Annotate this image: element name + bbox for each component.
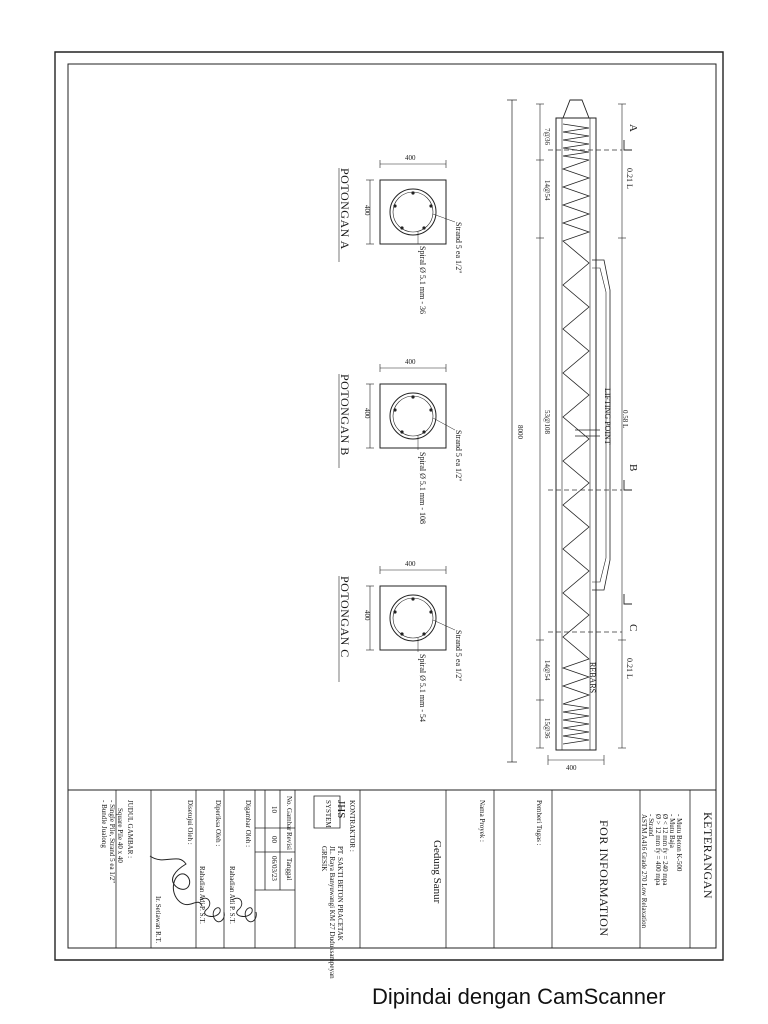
for-information: FOR INFORMATION [597,820,611,937]
section-c-strand: Strand 5 ea 1/2" [454,630,463,681]
td-revisi: 00 [270,836,278,844]
section-b-strand: Strand 5 ea 1/2" [454,430,463,481]
spiral-seg-4: 14@54 [543,660,551,681]
spiral-reinforcement [563,124,589,744]
title-block [116,790,690,948]
section-a-height: 400 [363,205,371,216]
section-b-height: 400 [363,408,371,419]
td-no-gambar: 10 [270,806,278,814]
th-tanggal: Tanggal [285,858,293,881]
nama-proyek-label: Nama Proyek : [478,800,486,842]
pile-width-label: 400 [566,764,577,772]
section-c: 400 400 Strand 5 ea 1/2" Spiral Ø 5.1 mm… [338,560,463,722]
note-6: ASTM A416 Grade 270 Low Relaxation [640,814,648,929]
section-c-title: POTONGAN C [338,576,352,658]
keterangan-title: KETERANGAN [701,812,715,899]
rebars-label: REBARS [588,662,597,693]
outer-border [55,52,723,960]
td-tanggal: 06/03/23 [270,856,278,881]
note-2: - Mutu Baja [668,814,676,849]
company-name: PT. SAKTI BETON PRACETAK [336,846,344,941]
note-3: Ø < 12 mm fy = 240 mpa [661,814,669,886]
signature-digambar [232,898,256,922]
company-address: JL. Raya Banyuwangi KM 27 Duduksampeyan [328,846,336,979]
section-marker-c: C [627,624,639,631]
section-a-width: 400 [405,154,416,162]
spiral-seg-5: 15@36 [543,718,551,739]
spiral-seg-2: 14@54 [543,180,551,201]
section-b-spiral: Spiral Ø 5.1 mm - 108 [418,452,427,524]
signature-diperiksa [200,898,224,922]
spiral-seg-3: 53@108 [543,410,551,434]
pile-elevation: 8000 7@36 14@54 53@108 14@54 15@36 [507,100,639,772]
section-b-title: POTONGAN B [338,374,352,456]
note-1: - Mutu Beton K-500 [675,814,683,872]
th-revisi: Revisi [285,832,293,850]
end-length-bottom: 0.21 L [625,658,634,679]
jhs-logo-sub: SYSTEM [324,800,332,828]
section-marker-b: B [627,464,639,471]
note-5: - Strand [647,814,655,837]
section-b-width: 400 [405,358,416,366]
th-no-gambar: No. Gambar [285,796,293,831]
pemberi-tugas-label: Pemberi Tugas : [535,800,543,846]
disetujui-label: Disetujui Oleh : [186,800,194,845]
company-city: GRESIK [320,846,328,871]
camscanner-watermark: Dipindai dengan CamScanner [372,984,666,1009]
judul-line-2: - Single Pile, Strand 5 ea 1/2" [108,800,116,883]
section-a: 400 400 Strand 5 ea 1/2" Spiral Ø 5.1 mm… [338,154,463,314]
section-c-spiral: Spiral Ø 5.1 mm - 54 [418,654,427,722]
inner-border [68,64,716,948]
section-a-title: POTONGAN A [338,168,352,250]
section-c-height: 400 [363,610,371,621]
spiral-seg-1: 7@36 [543,128,551,145]
section-marker-a: A [627,124,639,132]
signature-disetujui [150,856,202,906]
kontraktor-label: KONTRAKTOR : [348,800,356,852]
judul-line-3: - Bundle Jualong [100,800,108,848]
judul-line-1: Square Pile 40 x 40 [116,808,124,863]
digambar-name: Rahadian Adi P. S.T. [228,866,236,924]
section-a-strand: Strand 5 ea 1/2" [454,222,463,273]
judul-label: JUDUL GAMBAR : [126,800,134,858]
section-c-width: 400 [405,560,416,568]
diperiksa-name: Rahadian Adi P. S.T. [198,866,206,924]
note-4: Ø > 12 mm fy = 400 mpa [654,814,662,886]
section-a-spiral: Spiral Ø 5.1 mm - 36 [418,246,427,314]
middle-length-label: 0.58 L [621,410,629,428]
digambar-label: Digambar Oleh : [244,800,252,847]
jhs-logo: JHS [335,800,347,818]
project-name: Gedung Sanur [431,840,443,904]
lifting-point-label: LIFTING POINT [603,388,612,445]
disetujui-name: Ir. Setiawan R.T. [154,896,162,943]
end-length-top: 0.21 L [625,168,634,189]
section-b: 400 400 Strand 5 ea 1/2" Spiral Ø 5.1 mm… [338,358,463,524]
total-length-label: 8000 [516,425,524,440]
diperiksa-label: Diperiksa Oleh : [214,800,222,846]
